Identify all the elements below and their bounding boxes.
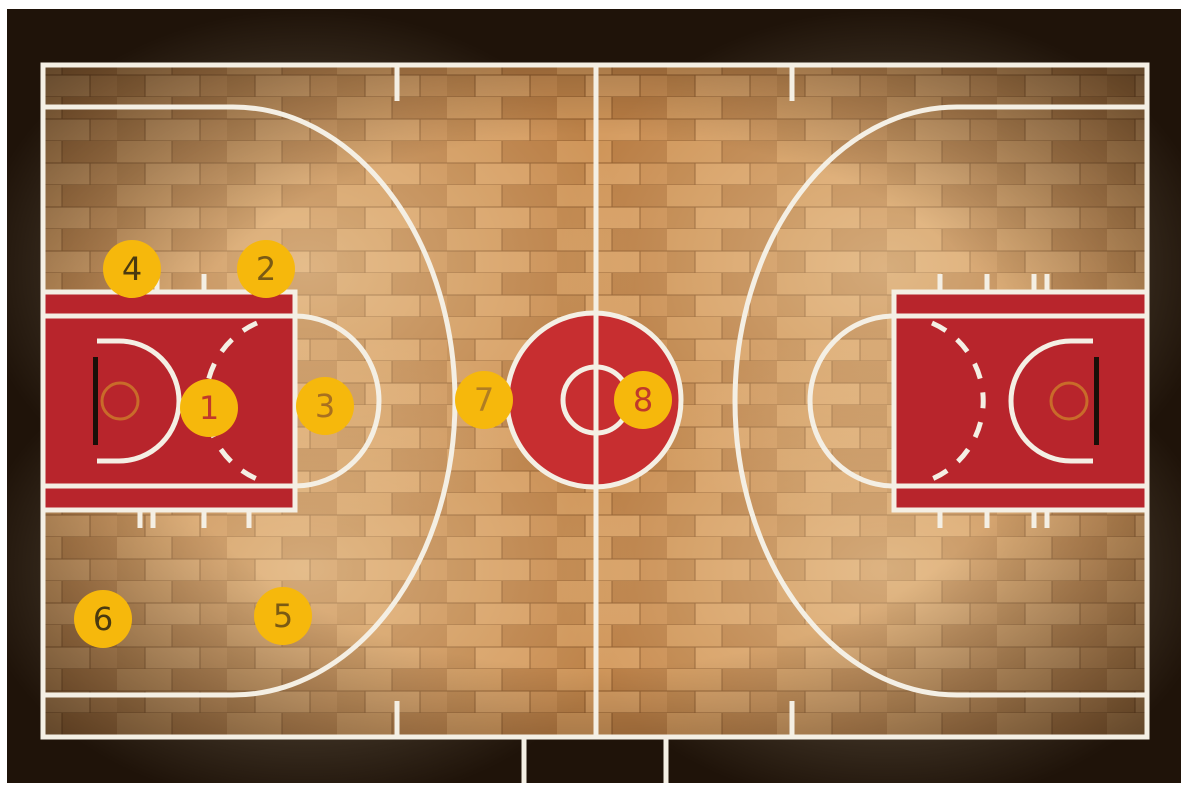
position-marker-5: 5 — [254, 587, 312, 645]
position-marker-label: 3 — [315, 390, 335, 422]
position-marker-label: 5 — [273, 600, 293, 632]
position-marker-label: 4 — [122, 253, 142, 285]
position-marker-3: 3 — [296, 377, 354, 435]
position-marker-2: 2 — [237, 240, 295, 298]
left-backboard — [93, 357, 98, 445]
position-marker-6: 6 — [74, 590, 132, 648]
position-marker-label: 8 — [633, 384, 653, 416]
position-marker-8: 8 — [614, 371, 672, 429]
position-marker-1: 1 — [180, 379, 238, 437]
position-marker-label: 1 — [199, 392, 219, 424]
position-marker-label: 2 — [256, 253, 276, 285]
position-marker-4: 4 — [103, 240, 161, 298]
position-marker-label: 7 — [474, 384, 494, 416]
position-marker-7: 7 — [455, 371, 513, 429]
position-marker-label: 6 — [93, 603, 113, 635]
right-backboard — [1094, 357, 1099, 445]
